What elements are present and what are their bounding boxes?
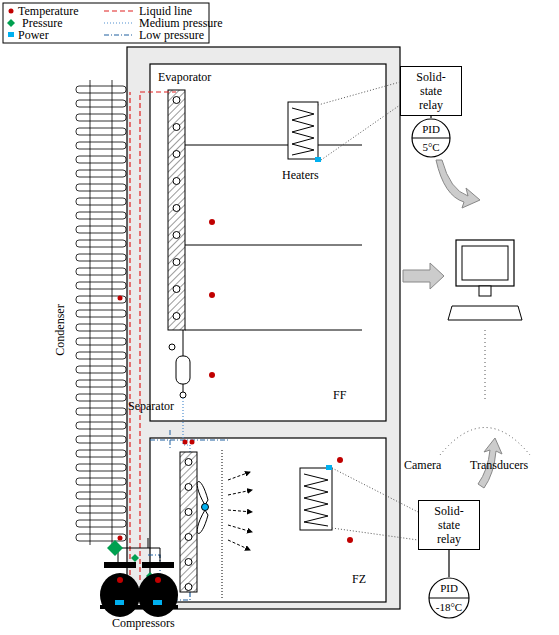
pid-controller: PID 5°C	[411, 118, 451, 158]
legend-label: Power	[18, 28, 49, 42]
pid-label: 5°C	[411, 141, 451, 154]
part-label: FZ	[352, 572, 366, 586]
pid-label: -18°C	[428, 601, 470, 614]
part-label: Transducers	[470, 458, 528, 472]
relay-box: Solid-state relay	[418, 500, 480, 550]
legend-label: Liquid line	[139, 4, 192, 18]
legend-label: Temperature	[18, 4, 78, 18]
part-label: Evaporator	[158, 70, 211, 84]
legend-label: Medium pressure	[139, 16, 223, 30]
connector	[430, 116, 431, 118]
part-label: Camera	[404, 458, 441, 472]
pid-controller: PID -18°C	[428, 577, 470, 619]
pid-label: PID	[428, 582, 470, 595]
part-label: Condenser	[53, 304, 67, 355]
part-label: Separator	[128, 399, 174, 413]
legend-label: Low pressure	[139, 28, 204, 42]
relay-label: Solid-state relay	[408, 70, 454, 112]
relay-label: Solid-state relay	[426, 504, 472, 546]
part-label: FF	[333, 388, 346, 402]
part-label: Compressors	[112, 616, 175, 630]
connector	[448, 550, 449, 577]
part-label: Heaters	[282, 168, 319, 182]
legend-label: Pressure	[22, 16, 63, 30]
relay-box: Solid-state relay	[400, 66, 462, 116]
pid-label: PID	[411, 123, 451, 136]
